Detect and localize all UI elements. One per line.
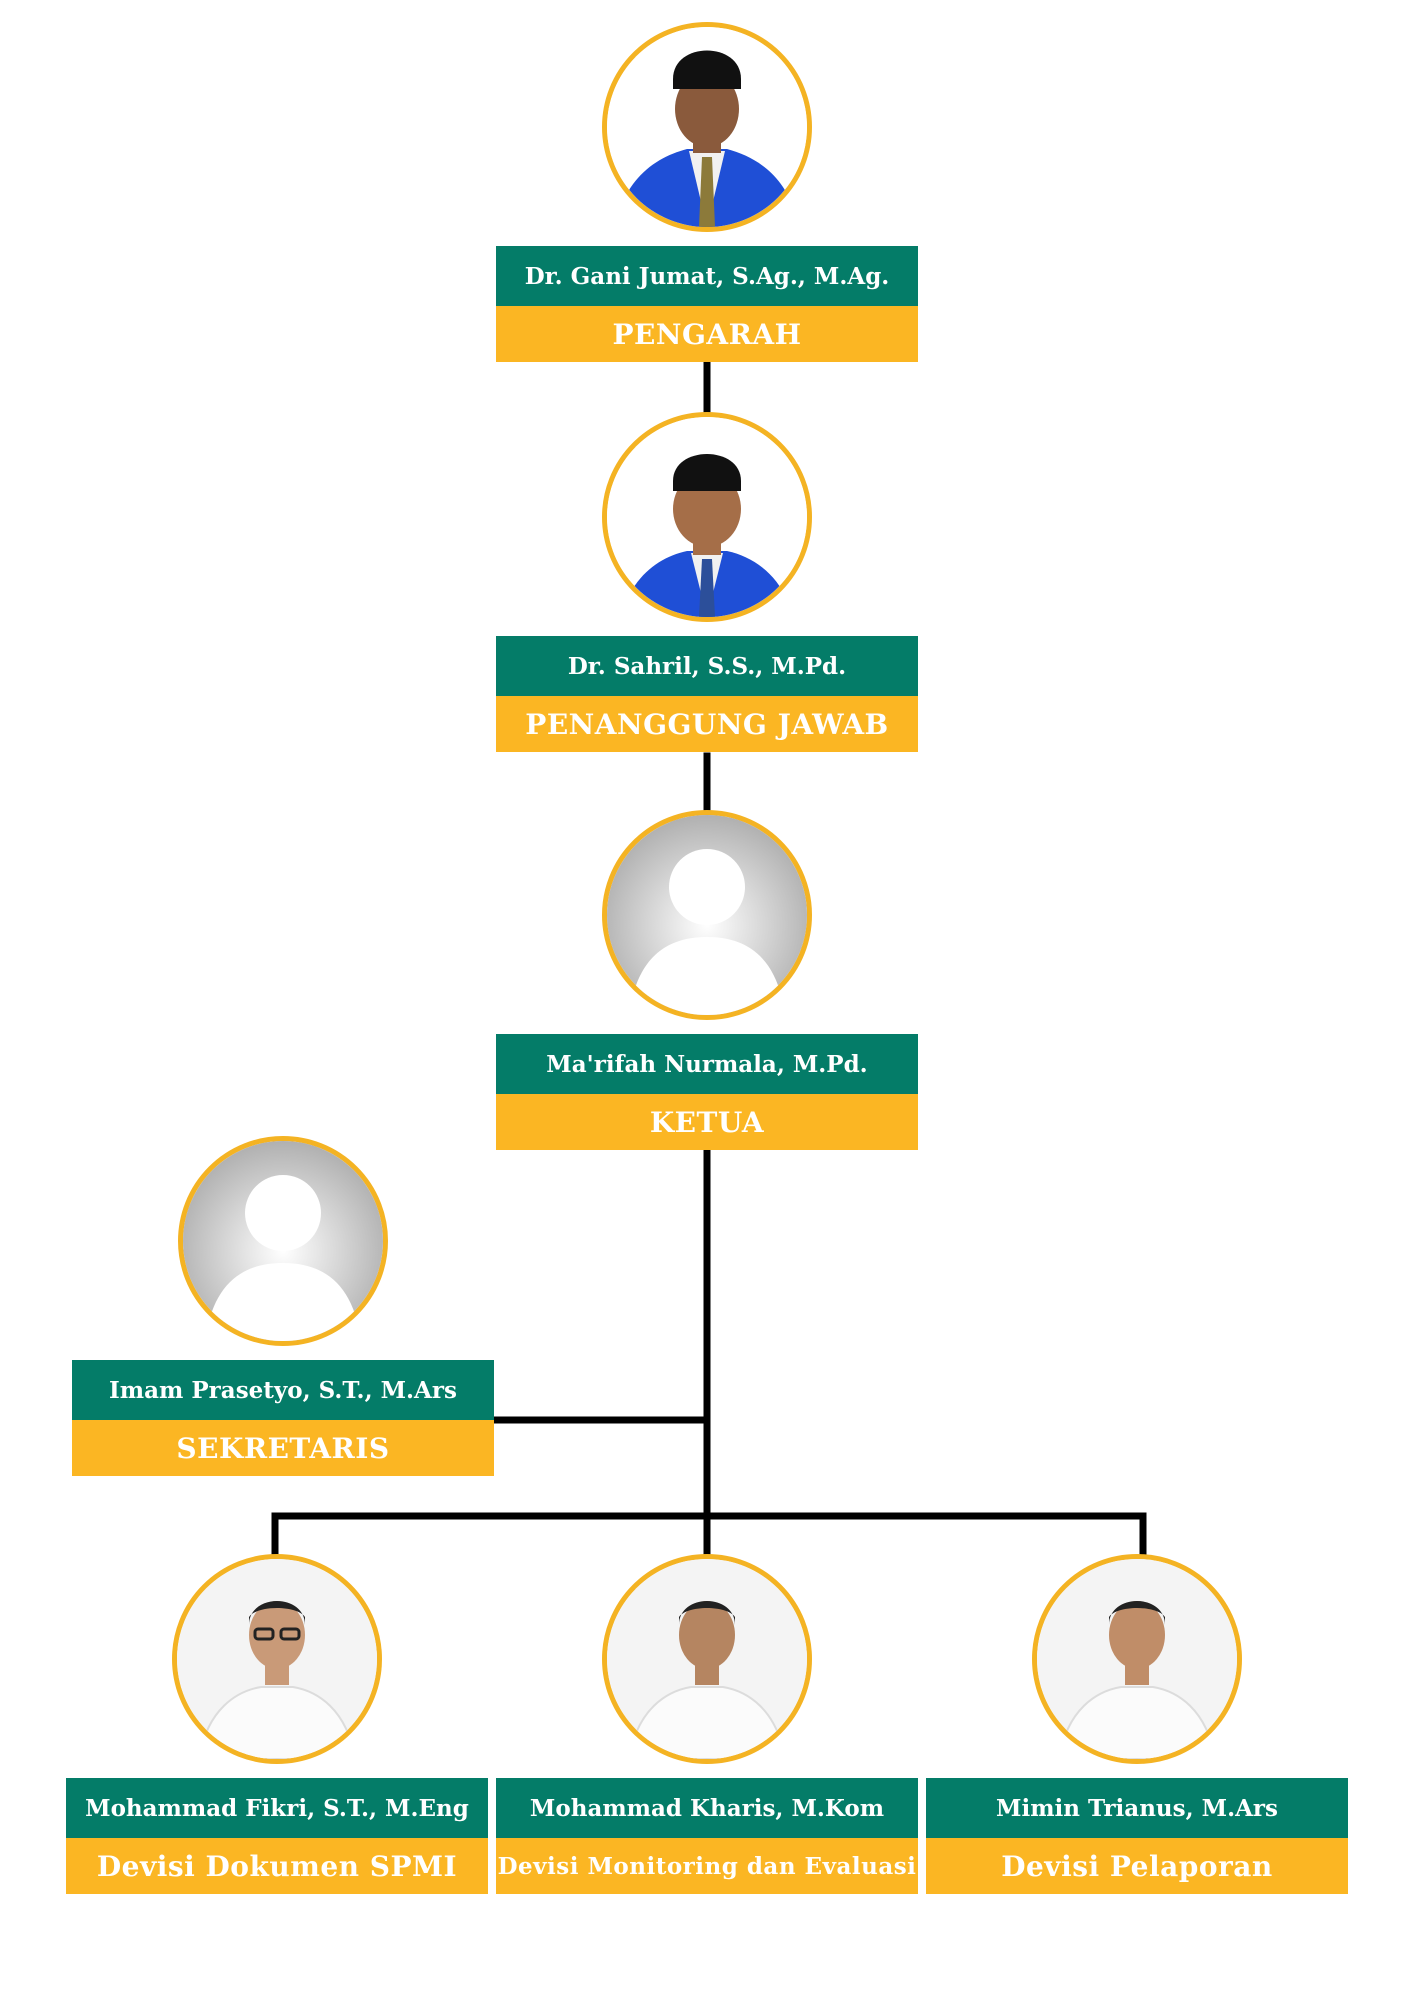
member-role: Devisi Monitoring dan Evaluasi bbox=[496, 1838, 918, 1894]
card-penanggung-jawab: Dr. Sahril, S.S., M.Pd. PENANGGUNG JAWAB bbox=[496, 636, 918, 752]
portrait-photo bbox=[607, 1559, 807, 1759]
avatar-penanggung-jawab bbox=[602, 412, 812, 622]
member-name: Mohammad Kharis, M.Kom bbox=[496, 1778, 918, 1838]
portrait-photo bbox=[607, 27, 807, 227]
avatar-sekretaris bbox=[178, 1136, 388, 1346]
member-role: Devisi Dokumen SPMI bbox=[66, 1838, 488, 1894]
member-name: Dr. Gani Jumat, S.Ag., M.Ag. bbox=[496, 246, 918, 306]
avatar-pengarah bbox=[602, 22, 812, 232]
avatar-devisi-pelaporan bbox=[1032, 1554, 1242, 1764]
card-devisi-dokumen: Mohammad Fikri, S.T., M.Eng Devisi Dokum… bbox=[66, 1778, 488, 1894]
card-sekretaris: Imam Prasetyo, S.T., M.Ars SEKRETARIS bbox=[72, 1360, 494, 1476]
member-role: SEKRETARIS bbox=[72, 1420, 494, 1476]
member-role: Devisi Pelaporan bbox=[926, 1838, 1348, 1894]
member-name: Dr. Sahril, S.S., M.Pd. bbox=[496, 636, 918, 696]
default-avatar-icon bbox=[183, 1141, 383, 1341]
avatar-ketua bbox=[602, 810, 812, 1020]
member-role: PENGARAH bbox=[496, 306, 918, 362]
member-name: Mimin Trianus, M.Ars bbox=[926, 1778, 1348, 1838]
default-avatar-icon bbox=[607, 815, 807, 1015]
member-name: Imam Prasetyo, S.T., M.Ars bbox=[72, 1360, 494, 1420]
portrait-photo bbox=[1037, 1559, 1237, 1759]
avatar-devisi-dokumen bbox=[172, 1554, 382, 1764]
member-name: Ma'rifah Nurmala, M.Pd. bbox=[496, 1034, 918, 1094]
member-name: Mohammad Fikri, S.T., M.Eng bbox=[66, 1778, 488, 1838]
card-ketua: Ma'rifah Nurmala, M.Pd. KETUA bbox=[496, 1034, 918, 1150]
card-pengarah: Dr. Gani Jumat, S.Ag., M.Ag. PENGARAH bbox=[496, 246, 918, 362]
member-role: KETUA bbox=[496, 1094, 918, 1150]
portrait-photo bbox=[607, 417, 807, 617]
avatar-devisi-monev bbox=[602, 1554, 812, 1764]
member-role: PENANGGUNG JAWAB bbox=[496, 696, 918, 752]
card-devisi-pelaporan: Mimin Trianus, M.Ars Devisi Pelaporan bbox=[926, 1778, 1348, 1894]
card-devisi-monev: Mohammad Kharis, M.Kom Devisi Monitoring… bbox=[496, 1778, 918, 1894]
portrait-photo bbox=[177, 1559, 377, 1759]
